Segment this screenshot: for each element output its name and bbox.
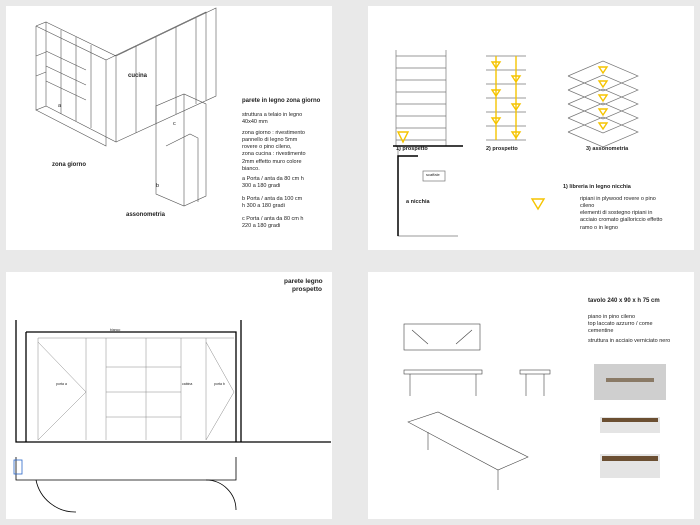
label-porta-a: porta a bbox=[56, 382, 67, 386]
mark-a: a bbox=[58, 103, 62, 109]
bookshelf-drawings bbox=[393, 50, 639, 237]
label-scaffale: scaffale bbox=[426, 172, 440, 177]
label-top: bianco bbox=[110, 328, 121, 332]
sheet3-title-1: parete legno bbox=[284, 278, 323, 285]
sheet2-title: 1) libreria in legno nicchia bbox=[563, 184, 631, 190]
sheet-parete-legno-axonometry: cucina zona giorno assonometria a b c pa… bbox=[6, 6, 332, 250]
sheet4-title: tavolo 240 x 90 x h 75 cm bbox=[588, 298, 660, 304]
sheet3-title-2: prospetto bbox=[292, 286, 322, 293]
sheet-parete-prospetto: parete legno prospetto porta a porta b c… bbox=[6, 272, 332, 519]
door-a-spec: a Porta / anta da 80 cm h 300 a 180 grad… bbox=[242, 176, 304, 190]
label-cabina: cabina bbox=[182, 382, 193, 386]
mark-b: b bbox=[156, 183, 160, 189]
label-prospetto-1: 1) prospetto bbox=[396, 146, 428, 152]
door-b-spec: b Porta / anta da 100 cm h 300 a 180 gra… bbox=[242, 196, 303, 210]
sheet-tavolo: tavolo 240 x 90 x h 75 cm piano in pino … bbox=[368, 272, 694, 519]
spec-cladding: zona giorno : rivestimento pannello di l… bbox=[242, 130, 306, 172]
mark-c: c bbox=[173, 121, 176, 127]
wall-elevation-drawing bbox=[13, 320, 331, 513]
label-porta-b: porta b bbox=[214, 382, 225, 386]
sheet-libreria-nicchia: 1) prospetto 2) prospetto 3) assonometri… bbox=[368, 6, 694, 250]
label-assonometria-2: 3) assonometria bbox=[586, 146, 629, 152]
label-assonometria: assonometria bbox=[126, 212, 166, 218]
table-drawings bbox=[403, 323, 666, 490]
spec-structure: struttura a telaio in legno 40x40 mm bbox=[242, 112, 303, 126]
sheet2-spec: ripiani in plywood rovere o pino cileno … bbox=[580, 196, 663, 231]
door-c-spec: c Porta / anta da 80 cm h 220 a 180 grad… bbox=[242, 216, 304, 230]
table-spec-2: struttura in acciaio verniciato nero bbox=[588, 338, 671, 344]
sheet1-title: parete in legno zona giorno bbox=[242, 98, 321, 104]
label-prospetto-2: 2) prospetto bbox=[486, 146, 518, 152]
table-spec-1: piano in pino cileno top laccato azzurro… bbox=[588, 314, 653, 335]
label-nicchia: a nicchia bbox=[406, 199, 430, 205]
label-cucina: cucina bbox=[128, 73, 148, 79]
label-zona-giorno: zona giorno bbox=[52, 162, 86, 168]
axonometric-wall-drawing bbox=[35, 7, 217, 207]
